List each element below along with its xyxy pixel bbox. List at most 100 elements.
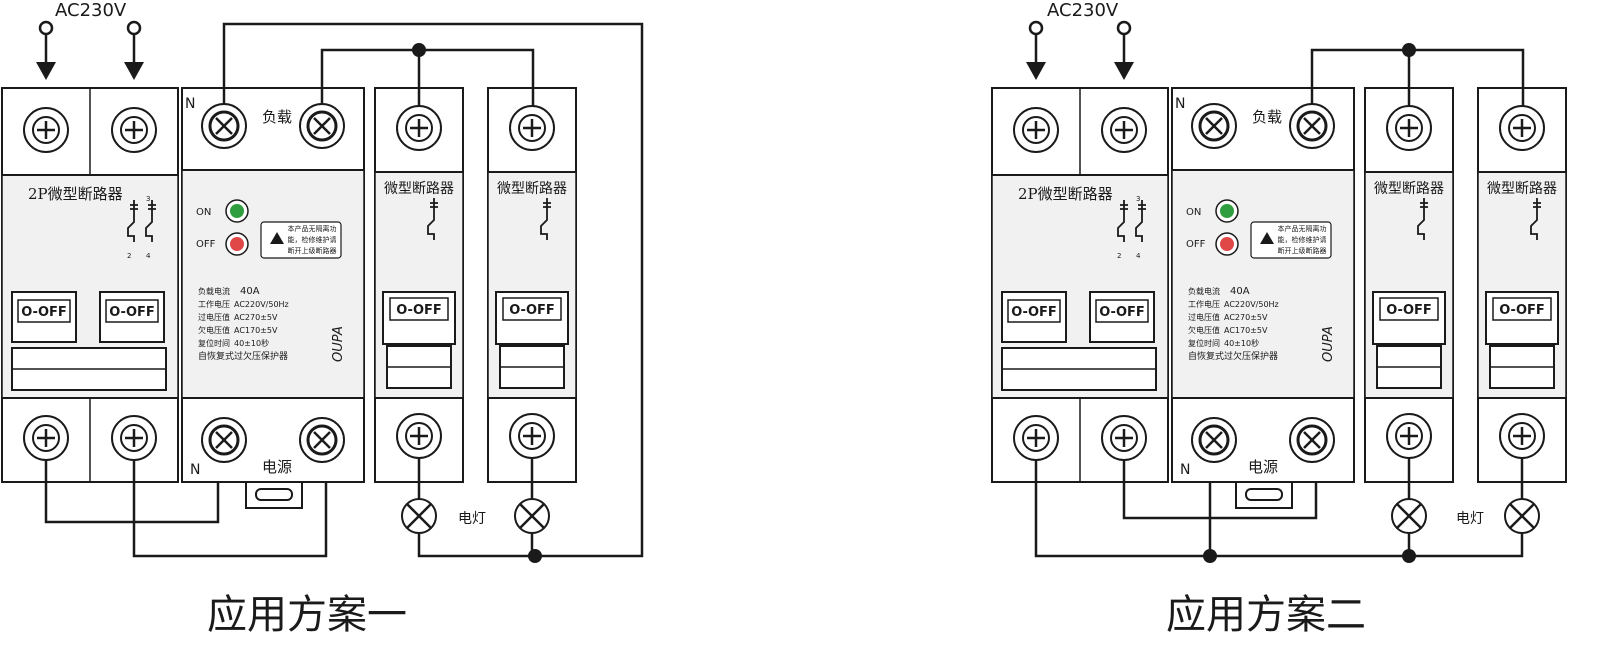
- spec-key: 欠电压值: [1188, 325, 1220, 335]
- svg-text:3: 3: [1136, 195, 1140, 203]
- lever-label: O-OFF: [1386, 303, 1432, 318]
- spec-value: 40±10秒: [1224, 338, 1259, 348]
- breaker-symbol-icon: [540, 198, 551, 240]
- off-indicator-icon: [1215, 232, 1239, 256]
- breaker-1p-label: 微型断路器: [497, 181, 567, 197]
- breaker-1p-label: 微型断路器: [384, 181, 454, 197]
- breaker-2p-label: 2P微型断路器: [28, 185, 123, 203]
- supply-label: AC230V: [1047, 0, 1119, 21]
- lamp-label: 电灯: [1456, 511, 1484, 527]
- screw-icon: [1101, 415, 1147, 461]
- svg-text:4: 4: [1136, 252, 1141, 260]
- spec-key: 负载电流: [1188, 286, 1220, 296]
- spec-value: AC220V/50Hz: [1224, 300, 1279, 309]
- screw-icon: [1101, 107, 1147, 153]
- off-indicator-icon: [225, 232, 249, 256]
- breaker-2p-label: 2P微型断路器: [1018, 185, 1113, 203]
- breaker-1p: 微型断路器 O-OFF: [1477, 87, 1567, 483]
- brand-logo: OUPA: [1321, 326, 1336, 362]
- screw-icon: [396, 105, 442, 151]
- breaker-symbol-icon: 3 2 4: [127, 195, 156, 260]
- screw-icon: [299, 417, 345, 463]
- din-clip-icon: [245, 481, 303, 509]
- voltage-protector: N 负载 ON OFF 本产品无隔离功 能，检修维护请 断开上级断路器 负载电流…: [1171, 87, 1355, 509]
- spec-value: AC270±5V: [234, 313, 278, 322]
- screw-icon: [509, 105, 555, 151]
- warning-line: 能，检修维护请: [288, 235, 337, 244]
- voltage-protector: N 负载 ON OFF 本产品无隔离功 能，检修维护请 断开上级断路器 负载电流…: [181, 87, 365, 509]
- lever-label: O-OFF: [21, 305, 67, 320]
- brand-logo: OUPA: [331, 326, 346, 362]
- spec-value: 40A: [1230, 286, 1250, 297]
- screw-icon: [1289, 417, 1335, 463]
- warning-icon: [270, 232, 284, 244]
- screw-icon: [1386, 413, 1432, 459]
- screw-icon: [1289, 103, 1335, 149]
- lamp-icon: [514, 498, 550, 534]
- spec-value: AC270±5V: [1224, 313, 1268, 322]
- source-label: 电源: [262, 458, 292, 476]
- svg-text:2: 2: [1117, 252, 1121, 260]
- spec-value: AC220V/50Hz: [234, 300, 289, 309]
- lever-label: O-OFF: [109, 305, 155, 320]
- scheme-1: AC230V 2P微型断路器 3: [1, 0, 644, 638]
- lamp-label: 电灯: [458, 511, 486, 527]
- screw-icon: [1013, 107, 1059, 153]
- lamp-icon: [401, 498, 437, 534]
- spec-value: AC170±5V: [234, 326, 278, 335]
- spec-key: 过电压值: [198, 312, 230, 322]
- screw-icon: [1013, 415, 1059, 461]
- spec-value: 40±10秒: [234, 338, 269, 348]
- lever-label: O-OFF: [1499, 303, 1545, 318]
- screw-icon: [111, 415, 157, 461]
- screw-icon: [1191, 103, 1237, 149]
- load-label: 负载: [262, 108, 292, 126]
- svg-text:3: 3: [146, 195, 150, 203]
- breaker-symbol-icon: [427, 198, 438, 240]
- svg-text:2: 2: [127, 252, 131, 260]
- spec-key: 过电压值: [1188, 312, 1220, 322]
- lever-label: O-OFF: [1011, 305, 1057, 320]
- breaker-1p-label: 微型断路器: [1374, 181, 1444, 197]
- on-indicator-icon: [1215, 199, 1239, 223]
- warning-icon: [1260, 232, 1274, 244]
- screw-icon: [1386, 105, 1432, 151]
- wires: [1034, 43, 1525, 563]
- breaker-2p: 2P微型断路器 3 2 4 O-OFF O-OFF: [991, 87, 1169, 483]
- on-indicator-icon: [225, 199, 249, 223]
- breaker-1p: 微型断路器 O-OFF: [487, 87, 577, 483]
- warning-line: 本产品无隔离功: [1278, 224, 1327, 233]
- spec-key: 工作电压: [198, 299, 230, 309]
- terminal-n-top: N: [1175, 96, 1185, 112]
- screw-icon: [396, 413, 442, 459]
- wires: [44, 22, 644, 563]
- warning-line: 本产品无隔离功: [288, 224, 337, 233]
- spec-key: 复位时间: [198, 338, 230, 348]
- warning-line: 能，检修维护请: [1278, 235, 1327, 244]
- warning-line: 断开上级断路器: [1278, 246, 1327, 255]
- breaker-1p: 微型断路器 O-OFF: [1364, 87, 1454, 483]
- breaker-2p: 2P微型断路器 3 2 4 O-OFF O-OFF: [1, 87, 179, 483]
- lamp-icon: [1504, 498, 1540, 534]
- terminal-n-bottom: N: [1180, 462, 1190, 478]
- breaker-symbol-icon: [1417, 198, 1428, 240]
- terminal-n-top: N: [185, 96, 195, 112]
- screw-icon: [1499, 413, 1545, 459]
- supply-terminal-l: [36, 20, 56, 80]
- screw-icon: [1499, 105, 1545, 151]
- screw-icon: [111, 107, 157, 153]
- screw-icon: [509, 413, 555, 459]
- scheme-title: 应用方案二: [1166, 592, 1366, 638]
- screw-icon: [23, 107, 69, 153]
- on-label: ON: [196, 207, 211, 218]
- supply-terminal-n: [1114, 20, 1134, 80]
- din-clip-icon: [1235, 481, 1293, 509]
- spec-value: 40A: [240, 286, 260, 297]
- scheme-2: AC230V 2P微型断路器 3 2 4: [991, 0, 1567, 638]
- on-label: ON: [1186, 207, 1201, 218]
- product-name: 自恢复式过欠压保护器: [198, 350, 288, 362]
- source-label: 电源: [1248, 458, 1278, 476]
- supply-label: AC230V: [55, 0, 127, 21]
- spec-key: 负载电流: [198, 286, 230, 296]
